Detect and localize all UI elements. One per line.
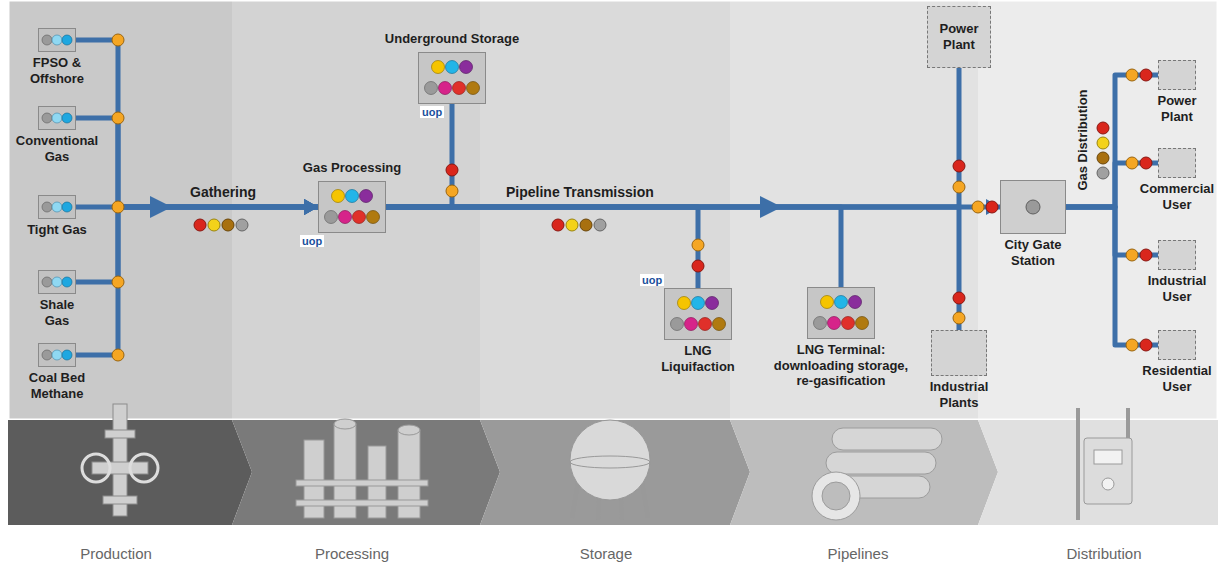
- consumer-box: Industrial Plants: [931, 330, 987, 376]
- pipeline-connector: [386, 207, 698, 288]
- stage-band: [8, 420, 1218, 525]
- pipeline-connector: [1066, 207, 1158, 345]
- facility-box: LNG Terminal: downloading storage, re-ga…: [807, 287, 875, 339]
- node-label: Conventional Gas: [9, 133, 105, 164]
- node-label: Power Plant: [1149, 93, 1205, 124]
- city-gate-box: City Gate Station: [1000, 180, 1066, 234]
- node-label: Gas Processing: [303, 160, 401, 176]
- logo-text: uop: [300, 235, 324, 247]
- node-label: Tight Gas: [17, 222, 97, 238]
- source-box: FPSO & Offshore: [38, 28, 76, 52]
- pipeline-connector: [76, 207, 318, 282]
- pipeline-connector: [76, 207, 318, 355]
- source-box: Shale Gas: [38, 270, 76, 294]
- node-label: LNG Terminal: downloading storage, re-ga…: [765, 342, 917, 389]
- node-label: FPSO & Offshore: [19, 55, 95, 86]
- segment-label: Gathering: [190, 184, 256, 200]
- pipeline-connector: [386, 104, 452, 207]
- distribution-panel: [978, 0, 1218, 420]
- pipeline-connector: [386, 207, 841, 287]
- consumer-box: Residential User: [1158, 330, 1196, 360]
- gas-meter-icon: [1078, 408, 1132, 520]
- facility-box: Underground Storage: [418, 52, 486, 104]
- pipeline-connector: [1066, 207, 1158, 255]
- consumer-box: Power Plant: [927, 6, 991, 68]
- node-label: Underground Storage: [385, 31, 519, 47]
- stage-label: Storage: [580, 545, 633, 562]
- node-label: Industrial Plants: [923, 379, 995, 410]
- storage-sphere-icon: [570, 420, 650, 520]
- node-label: Shale Gas: [31, 297, 83, 328]
- logo-text: uop: [420, 106, 444, 118]
- processing-towers-icon: [296, 419, 428, 518]
- facility-box: LNG Liquifaction: [664, 288, 732, 340]
- source-box: Coal Bed Methane: [38, 343, 76, 367]
- valve-dots: [112, 34, 1152, 361]
- consumer-box: Industrial User: [1158, 240, 1196, 270]
- wellhead-icon: [82, 404, 158, 516]
- consumer-box: Commercial User: [1158, 148, 1196, 178]
- pipeline-connector: [76, 40, 318, 207]
- pipeline-connector: [386, 205, 1000, 210]
- stage-label: Pipelines: [828, 545, 889, 562]
- stage-label: Distribution: [1066, 545, 1141, 562]
- pipeline-connector: [76, 118, 318, 207]
- facility-box: Gas Processing: [318, 181, 386, 233]
- source-box: Conventional Gas: [38, 106, 76, 130]
- node-label: Residential User: [1135, 363, 1219, 394]
- segment-label: Gas Distribution: [1075, 89, 1090, 190]
- pipes-icon: [812, 428, 942, 520]
- segment-label: Pipeline Transmission: [506, 184, 654, 200]
- panel-border: [8, 0, 1218, 420]
- node-label: Power Plant: [933, 21, 985, 52]
- stage-label: Production: [80, 545, 152, 562]
- node-label: Commercial User: [1135, 181, 1219, 212]
- node-label: Coal Bed Methane: [19, 370, 95, 401]
- stage-label: Processing: [315, 545, 389, 562]
- node-label: LNG Liquifaction: [653, 343, 743, 374]
- logo-text: uop: [640, 274, 664, 286]
- source-box: Tight Gas: [38, 195, 76, 219]
- gas-marker-dots: [194, 122, 1109, 231]
- node-label: City Gate Station: [993, 237, 1073, 268]
- consumer-box: Power Plant: [1158, 60, 1196, 90]
- node-label: Industrial User: [1140, 273, 1214, 304]
- facility-box-fills: [318, 52, 1066, 340]
